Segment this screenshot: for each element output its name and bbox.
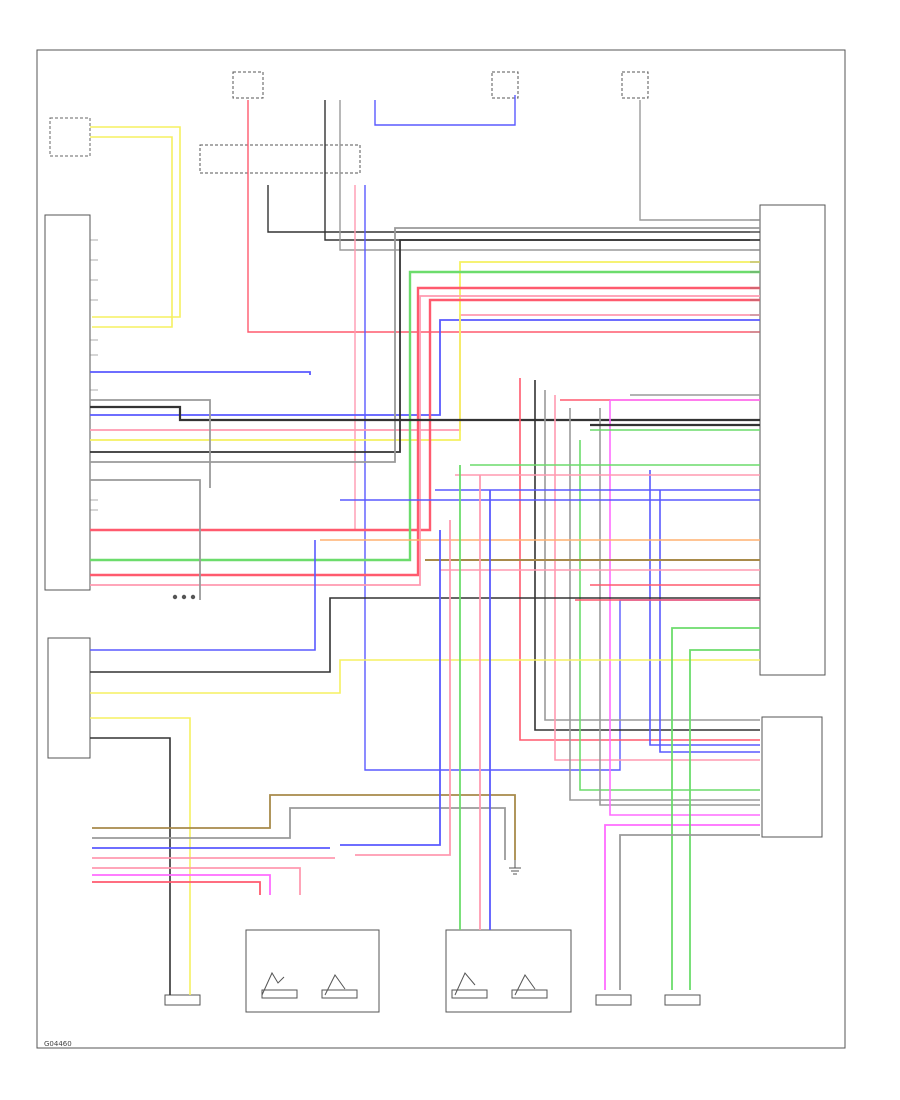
- diagram-frame: [36, 49, 846, 1049]
- wire-yellow-upper-left: [90, 126, 181, 328]
- left-transceiver-box: [47, 637, 91, 759]
- wire-amp-bundle: [320, 378, 760, 816]
- shield-connector: [172, 594, 196, 600]
- wire-horizontals: [90, 227, 760, 600]
- right-amplifier-block: [759, 204, 826, 676]
- upper-left-connector-box: [49, 117, 91, 157]
- top-junction-boxes: [199, 71, 649, 174]
- left-front-door-speaker-box: [245, 929, 380, 1013]
- amplifier-pin-marks: [750, 219, 760, 333]
- wire-transceiver: [90, 540, 760, 995]
- ground-symbol: [509, 860, 521, 875]
- figure-code: G04460: [44, 1040, 72, 1048]
- head-unit-pin-marks: [90, 239, 98, 511]
- left-head-unit-block: [44, 214, 91, 591]
- wire-lower-harness: [92, 465, 516, 930]
- bottom-speakers: [164, 994, 701, 1006]
- right-front-door-speaker-box: [445, 929, 572, 1013]
- wire-right-speakers: [604, 627, 760, 990]
- right-nav-unit-box: [761, 716, 823, 838]
